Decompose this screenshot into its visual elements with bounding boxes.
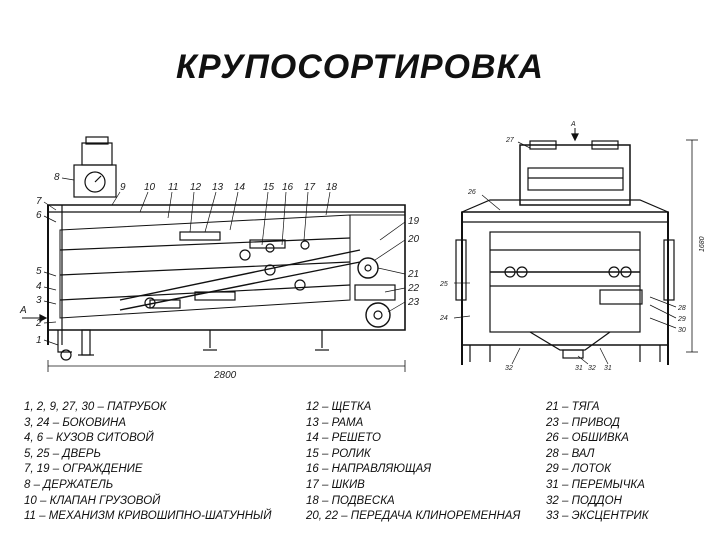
callout-15: 15 (263, 182, 275, 193)
feed-pipe-housing (81, 142, 113, 166)
callout-11: 11 (168, 182, 178, 193)
legend-item: 33 – ЭКСЦЕНТРИК (546, 510, 649, 523)
legend-item: 12 – ЩЕТКА (306, 401, 372, 413)
legend-item: 8 – ДЕРЖАТЕЛЬ (24, 478, 114, 491)
section-label-a: A (570, 121, 576, 128)
callout-4: 4 (36, 281, 42, 292)
legend-column-2: 12 – ЩЕТКА 13 – РАМА 14 – РЕШЕТО 15 – РО… (306, 400, 520, 525)
dimension-length: 2800 (213, 370, 237, 381)
callout-31-right: 31 (604, 365, 612, 372)
callout-10: 10 (144, 182, 156, 193)
tray-funnel (529, 331, 611, 351)
callout-13: 13 (212, 182, 224, 193)
legend-item: 3, 24 – БОКОВИНА (24, 416, 127, 429)
callout-16: 16 (282, 182, 294, 193)
gauge-icon (84, 171, 106, 193)
drive-pulley-icon (365, 302, 391, 328)
sieve-body (59, 214, 351, 319)
callout-14: 14 (234, 182, 246, 193)
callout-7: 7 (36, 196, 42, 207)
legend-item: 23 – ПРИВОД (546, 416, 620, 429)
dimension-height: 1680 (699, 236, 706, 252)
outlet-pipe-1 (57, 330, 72, 353)
legend-item: 14 – РЕШЕТО (306, 432, 381, 445)
callout-23: 23 (407, 297, 420, 308)
side-view (22, 136, 406, 372)
technical-drawing: 8 9 10 11 12 13 14 15 16 17 18 7 6 5 4 3… (19, 121, 706, 381)
callout-24: 24 (439, 315, 448, 322)
callout-19: 19 (408, 216, 420, 227)
legend-item: 21 – ТЯГА (546, 401, 600, 413)
callout-20: 20 (407, 234, 420, 245)
legend-column-1: 1, 2, 9, 27, 30 – ПАТРУБОК 3, 24 – БОКОВ… (24, 400, 271, 525)
callout-32-right: 32 (588, 365, 596, 372)
arrow-label-a: A (19, 305, 27, 316)
callout-21: 21 (407, 269, 419, 280)
legend-item: 11 – МЕХАНИЗМ КРИВОШИПНО-ШАТУННЫЙ (24, 510, 272, 523)
legend-item: 1, 2, 9, 27, 30 – ПАТРУБОК (24, 401, 167, 413)
legend-item: 20, 22 – ПЕРЕДАЧА КЛИНОРЕМЕННАЯ (306, 510, 521, 523)
legend-item: 17 – ШКИВ (306, 478, 365, 491)
callout-32-left: 32 (505, 365, 513, 372)
side-view-labels: 8 9 10 11 12 13 14 15 16 17 18 7 6 5 4 3… (19, 172, 420, 381)
callout-6: 6 (36, 210, 42, 221)
callout-2: 2 (35, 318, 42, 329)
callout-17: 17 (304, 182, 316, 193)
callout-29: 29 (677, 316, 686, 323)
callout-27: 27 (505, 137, 515, 144)
callout-18: 18 (326, 182, 338, 193)
legend-item: 7, 19 – ОГРАЖДЕНИЕ (24, 463, 143, 476)
legend-item: 31 – ПЕРЕМЫЧКА (546, 478, 645, 491)
callout-12: 12 (190, 182, 202, 193)
legend-item: 10 – КЛАПАН ГРУЗОВОЙ (24, 494, 161, 507)
front-hopper (519, 144, 631, 206)
pulley-icon (357, 257, 379, 279)
callout-5: 5 (36, 266, 42, 277)
legend-item: 32 – ПОДДОН (546, 494, 622, 507)
legend-item: 4, 6 – КУЗОВ СИТОВОЙ (24, 432, 154, 445)
legend-item: 16 – НАПРАВЛЯЮЩАЯ (306, 463, 432, 476)
callout-26: 26 (467, 189, 476, 196)
callout-25: 25 (439, 281, 448, 288)
callout-30: 30 (678, 327, 686, 334)
callout-9: 9 (120, 182, 126, 193)
legend-column-3: 21 – ТЯГА 23 – ПРИВОД 26 – ОБШИВКА 28 – … (546, 400, 649, 525)
legend-item: 26 – ОБШИВКА (546, 432, 629, 445)
legend-item: 15 – РОЛИК (306, 447, 371, 460)
callout-3: 3 (36, 295, 42, 306)
callout-22: 22 (407, 283, 420, 294)
feed-pipe-cap (85, 136, 109, 145)
legend-item: 5, 25 – ДВЕРЬ (24, 447, 101, 460)
page-title: КРУПОСОРТИРОВКА (176, 48, 544, 86)
legend-item: 13 – РАМА (306, 416, 364, 429)
front-view (453, 128, 698, 365)
legend-item: 29 – ЛОТОК (546, 463, 611, 476)
front-view-labels: 27 26 25 24 28 29 30 32 31 32 31 A 1680 (439, 121, 706, 372)
callout-8: 8 (54, 172, 60, 183)
legend-item: 18 – ПОДВЕСКА (306, 494, 395, 507)
callout-31-left: 31 (575, 365, 583, 372)
feed-holder-box (73, 164, 117, 198)
legend-item: 28 – ВАЛ (546, 447, 595, 460)
callout-28: 28 (677, 305, 686, 312)
callout-1: 1 (36, 335, 42, 346)
